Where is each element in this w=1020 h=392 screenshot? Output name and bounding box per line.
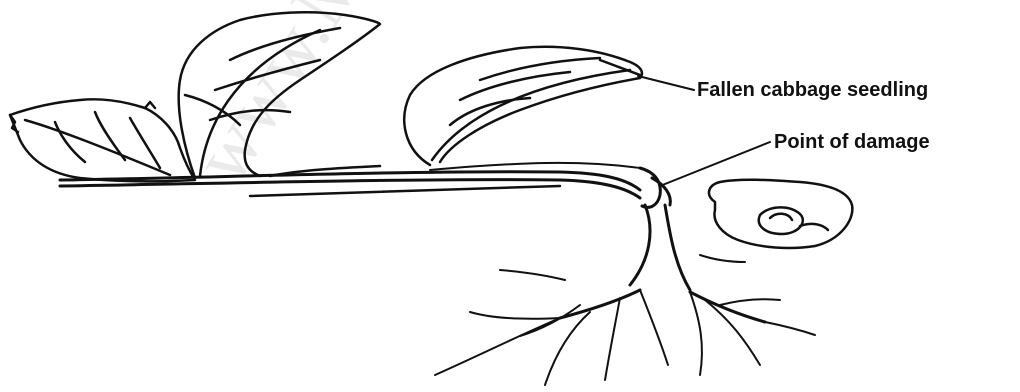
cutworm-clump: [709, 180, 852, 248]
label-fallen-cabbage-seedling: Fallen cabbage seedling: [697, 80, 928, 100]
damage-point: [640, 168, 670, 207]
main-root: [560, 205, 765, 322]
leaf-tall: [179, 12, 380, 178]
label-point-of-damage: Point of damage: [774, 132, 930, 152]
leaf-left: [10, 99, 195, 181]
leader-line-fallen: [638, 76, 694, 90]
leaf-right: [404, 47, 642, 165]
